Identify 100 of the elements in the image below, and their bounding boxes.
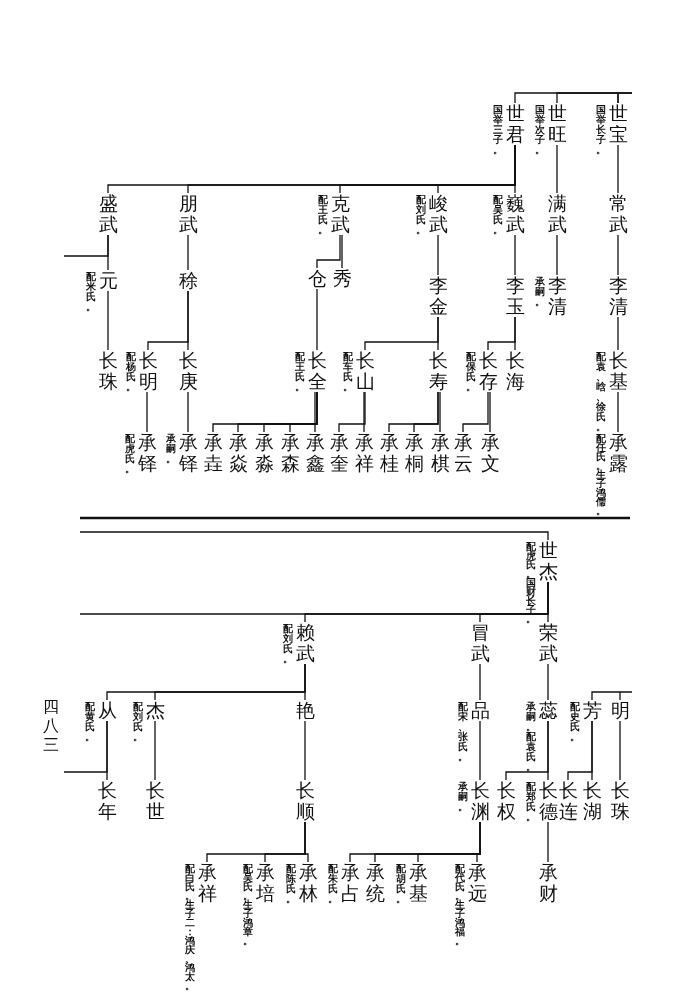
name-text: 艳 [295,700,315,721]
name-text: 承森 [280,432,300,474]
name-text: 承基 [408,862,428,904]
connector-line [514,234,516,276]
connector-line [479,720,481,781]
name-text: 承淼 [254,432,274,474]
name-text: 荣武 [538,622,558,664]
note-text: 承嗣。配袁氏。 [525,702,536,772]
note-text: 配朱氏。 [327,864,338,904]
name-text: 满武 [547,193,567,235]
note-text: 配吴氏。生子鸿章。 [242,864,253,945]
connector-line [341,234,343,269]
note-text: 配代氏。生子鸿福。 [454,864,465,945]
name-text: 承祥 [197,862,217,904]
name-text: 长海 [505,350,525,392]
connector-line [63,720,108,773]
connector-line [63,234,109,257]
note-text: 配郑氏。 [525,782,536,822]
connector-line [567,720,593,781]
name-text: 长明 [138,350,158,392]
note-text: 配吴氏。 [492,195,503,235]
name-text: 承垚 [203,432,223,474]
name-text: 蕊 [538,700,558,721]
name-text: 李清 [547,275,567,317]
name-text: 世旺 [547,103,567,145]
name-text: 长珠 [610,780,630,822]
name-text: 承云 [453,432,473,474]
connector-line [617,234,619,276]
name-text: 承棋 [430,432,450,474]
name-text: 元 [98,270,118,291]
connector-line [437,234,439,276]
note-text: 配车氏。 [342,352,353,392]
note-text: 承嗣。 [534,277,545,307]
connector-line [106,663,306,701]
note-text: 配胡氏。 [395,864,406,904]
name-text: 李清 [608,275,628,317]
note-text: 国举次子。 [534,105,545,155]
name-text: 长渊 [470,780,490,822]
name-text: 承林 [298,862,318,904]
connector-line [316,234,341,269]
connector-line [187,391,189,433]
connector-line [462,391,489,433]
name-text: 承奎 [329,432,349,474]
connector-line [314,391,316,433]
name-text: 明 [610,700,630,721]
note-text: 配任氏。生子鸿儒。 [595,434,606,515]
connector-line [79,531,549,541]
name-text: 克武 [330,193,350,235]
connector-line [316,288,318,351]
note-text: 配宋、张氏。 [457,702,468,762]
connector-line [487,316,516,351]
name-text: 承铎 [178,432,198,474]
name-text: 承文 [480,432,500,474]
name-text: 长庚 [178,350,198,392]
name-text: 承鑫 [305,432,325,474]
note-text: 国举长子。 [595,105,606,155]
name-text: 长权 [496,780,516,822]
name-text: 长寿 [428,350,448,392]
name-text: 芳 [582,700,602,721]
note-text: 配陈氏。 [285,864,296,904]
name-text: 承远 [467,862,487,904]
note-text: 配虎氏。 [124,434,135,474]
name-text: 长存 [478,350,498,392]
name-text: 从 [97,700,117,721]
note-text: 国举三子。 [492,105,503,155]
name-text: 秀 [332,268,352,289]
name-text: 世君 [505,103,525,145]
name-text: 长全 [307,350,327,392]
connector-line [154,720,156,781]
name-text: 世杰 [538,540,558,582]
name-text: 承铎 [137,432,157,474]
name-text: 长山 [355,350,375,392]
name-text: 世宝 [608,103,628,145]
name-text: 长年 [97,780,117,822]
connector-line [439,391,441,433]
connector-line [617,144,619,194]
connector-line [619,720,621,781]
name-text: 长连 [558,780,578,822]
note-text: 配王氏。 [317,195,328,235]
name-text: 承桐 [404,432,424,474]
name-text: 仓 [307,268,327,289]
name-text: 承统 [365,862,385,904]
connector-line [547,663,549,701]
note-text: 配王氏。 [294,352,305,392]
name-text: 承财 [538,862,558,904]
connector-line [617,391,619,433]
connector-line [388,391,439,433]
connector-line [514,92,633,104]
name-text: 巍武 [505,193,525,235]
name-text: 承露 [608,432,628,474]
note-text: 配黄氏。 [84,702,95,742]
connector-line [206,821,306,863]
connector-line [556,234,558,276]
connector-line [107,144,516,194]
connector-line [363,391,365,433]
name-text: 峻武 [428,193,448,235]
name-text: 承培 [255,862,275,904]
note-text: 配白氏。生子二：鸿庆、鸿太。 [184,864,195,990]
note-text: 承嗣。 [457,782,468,812]
name-text: 李金 [428,275,448,317]
